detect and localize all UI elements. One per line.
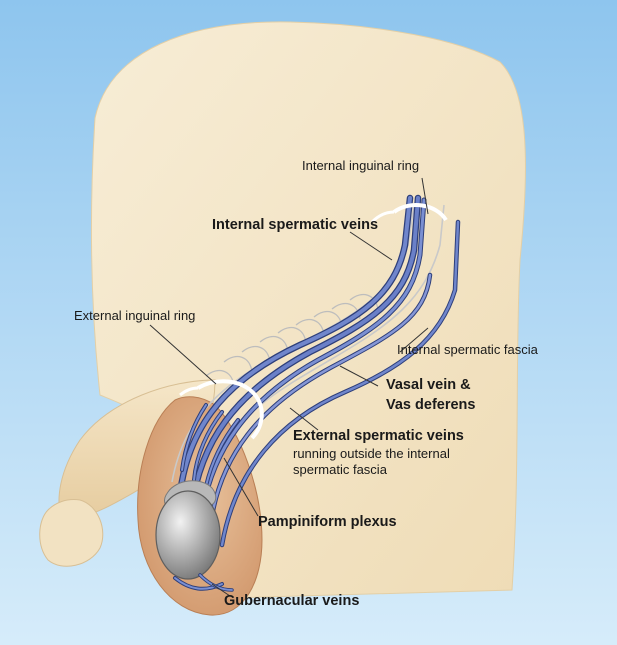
internal-inguinal-ring — [392, 203, 448, 222]
label-internal-spermatic-fascia: Internal spermatic fascia — [397, 342, 539, 357]
label-vasal-vein-line1: Vasal vein & — [386, 377, 471, 393]
label-gubernacular-veins: Gubernacular veins — [224, 593, 359, 609]
leader-vasal-vein — [339, 365, 379, 387]
leader-internal-spermatic-fascia — [399, 327, 429, 353]
leader-internal-spermatic-veins — [349, 231, 393, 261]
leader-gubernacular-veins — [211, 583, 231, 597]
glans — [39, 499, 104, 567]
label-external-note-line1: running outside the internal — [293, 446, 450, 461]
leader-external-inguinal-ring — [149, 324, 217, 385]
leader-internal-inguinal-ring — [421, 177, 429, 215]
testis — [155, 490, 221, 580]
leader-external-spermatic-veins — [289, 407, 319, 431]
label-vasal-vein-line2: Vas deferens — [386, 397, 475, 413]
pampiniform-plexus — [180, 403, 240, 488]
label-internal-inguinal-ring: Internal inguinal ring — [302, 158, 419, 173]
internal-spermatic-veins — [174, 194, 427, 531]
label-external-spermatic-veins: External spermatic veins — [293, 428, 464, 444]
vasal-vein — [207, 272, 433, 533]
label-internal-spermatic-veins: Internal spermatic veins — [212, 217, 378, 233]
external-spermatic-veins — [219, 219, 461, 548]
label-pampiniform-plexus: Pampiniform plexus — [258, 514, 397, 530]
leader-lines — [149, 177, 429, 597]
label-external-note-line2: spermatic fascia — [293, 462, 388, 477]
label-external-inguinal-ring: External inguinal ring — [74, 308, 195, 323]
external-inguinal-ring-back — [179, 386, 199, 397]
internal-inguinal-ring-back — [370, 210, 395, 224]
leader-pampiniform-plexus — [223, 457, 259, 517]
